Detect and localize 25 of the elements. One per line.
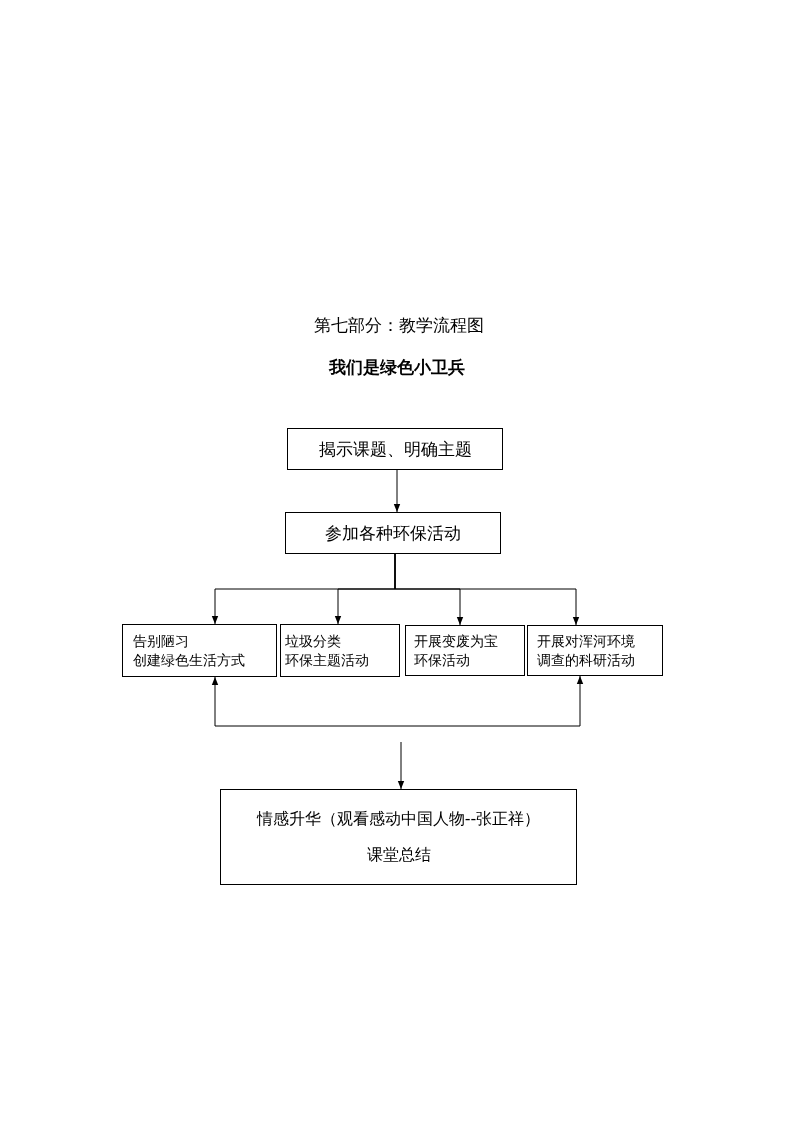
box-text: 告别陋习: [133, 631, 189, 651]
box-text: 环保活动: [414, 650, 470, 670]
box-text: 垃圾分类: [285, 631, 341, 651]
process-box: [285, 512, 501, 554]
process-box: [527, 625, 663, 676]
arrow: [397, 741, 405, 790]
box-text: 创建绿色生活方式: [133, 650, 245, 670]
box-text: 环保主题活动: [285, 650, 369, 670]
arrow: [211, 675, 584, 727]
arrow: [394, 553, 580, 626]
diagram-title: 第七部分：教学流程图: [313, 314, 485, 337]
process-box: [122, 624, 277, 677]
arrow: [393, 469, 401, 513]
box-text: 调查的科研活动: [537, 650, 635, 670]
process-box: [280, 624, 400, 677]
box-text: 情感升华（观看感动中国人物--张正祥）: [256, 808, 541, 830]
box-text: 开展对浑河环境: [537, 631, 635, 651]
process-box: [220, 789, 577, 885]
diagram-subtitle: 我们是绿色小卫兵: [328, 356, 466, 379]
box-text: 课堂总结: [366, 844, 431, 866]
process-box: [405, 625, 525, 676]
box-text: 参加各种环保活动: [325, 521, 461, 545]
process-box: [287, 428, 503, 470]
box-text: 开展变废为宝: [414, 631, 498, 651]
box-text: 揭示课题、明确主题: [318, 437, 472, 461]
